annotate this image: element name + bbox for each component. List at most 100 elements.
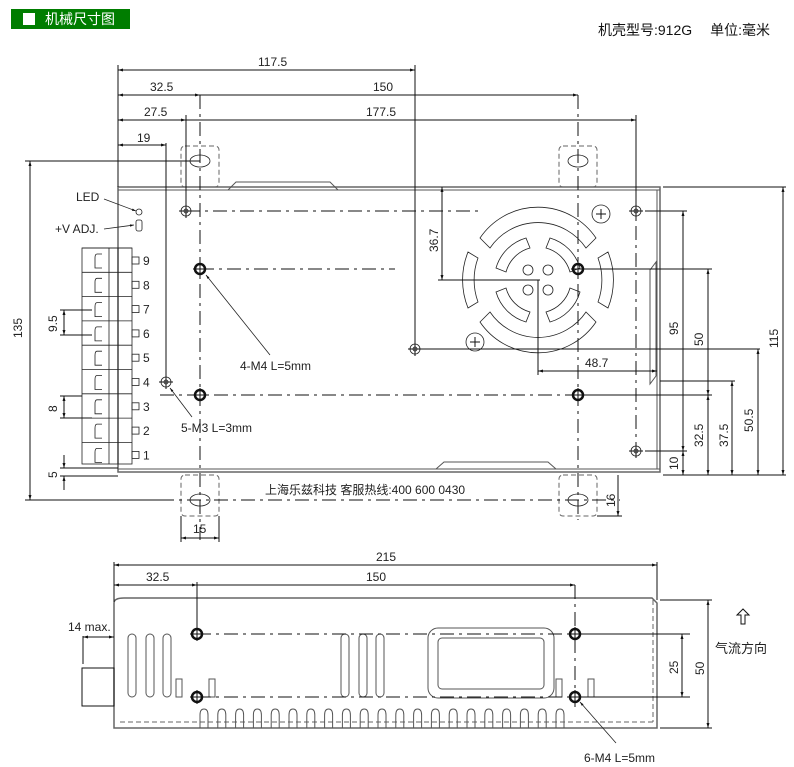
bottom-vent-slot	[341, 708, 351, 728]
terminal-screw-icon	[94, 253, 102, 269]
terminal-screw-icon	[94, 423, 102, 439]
dim-16: 16	[604, 493, 618, 507]
dim-177-5: 177.5	[366, 105, 396, 119]
terminal-2: 2	[82, 417, 150, 439]
dim-36-7: 36.7	[427, 228, 441, 252]
m3-hole-icon	[629, 444, 643, 458]
side-rib	[649, 260, 657, 386]
airflow-arrow-icon	[735, 608, 751, 625]
terminal-8: 8	[82, 271, 150, 293]
m4-hole-icon	[571, 388, 585, 402]
m4-hole-icon	[571, 262, 585, 276]
dim-135: 135	[11, 318, 25, 338]
vadj-label: +V ADJ.	[55, 222, 99, 236]
bottom-vent-slot	[217, 708, 227, 728]
dim-37-5: 37.5	[717, 423, 731, 447]
dim-25: 25	[667, 660, 681, 674]
bottom-vent-slot	[199, 708, 209, 728]
bottom-vent-slot	[430, 708, 440, 728]
led-indicator	[135, 208, 143, 216]
case-model-label: 机壳型号:912G	[598, 22, 693, 38]
dim-15: 15	[193, 522, 207, 536]
terminal-screw-icon	[94, 399, 102, 415]
terminal-screw-icon	[94, 277, 102, 293]
vadj-potentiometer[interactable]	[135, 219, 143, 232]
m4-callout: 4-M4 L=5mm	[240, 359, 311, 373]
bottom-vent-slot	[270, 708, 280, 728]
terminal-6: 6	[82, 320, 150, 342]
dim-32-5-side: 32.5	[146, 570, 170, 584]
terminal-block: 9 8 7 6 5 4 3 2 1	[81, 247, 150, 465]
terminal-7: 7	[82, 296, 150, 317]
hotline-text: 上海乐兹科技 客服热线:400 600 0430	[265, 482, 465, 497]
dim-5: 5	[46, 471, 60, 478]
m4-hole-icon	[568, 627, 582, 641]
terminal-number: 4	[143, 376, 150, 390]
terminal-number: 3	[143, 400, 150, 414]
dim-32-5-right: 32.5	[692, 423, 706, 447]
bottom-vent-slot	[502, 708, 512, 728]
m3-callout: 5-M3 L=3mm	[181, 421, 252, 435]
fan-window	[427, 627, 555, 699]
dim-9-5: 9.5	[46, 315, 60, 332]
dim-10: 10	[667, 456, 681, 470]
terminal-screw-icon	[94, 302, 102, 317]
m4-hole-icon	[193, 388, 207, 402]
bottom-vent-slot	[448, 708, 458, 728]
top-rib	[227, 181, 339, 191]
terminal-number: 6	[143, 327, 150, 341]
dim-32-5: 32.5	[150, 80, 174, 94]
bottom-vent-slot	[413, 708, 423, 728]
dim-27-5: 27.5	[144, 105, 168, 119]
bottom-vent-slot	[395, 708, 405, 728]
bottom-vent-slot	[519, 708, 529, 728]
bottom-vent-slot	[484, 708, 494, 728]
m4-hole-icon	[193, 262, 207, 276]
bottom-vent-slot	[252, 708, 262, 728]
bottom-vent-slot	[466, 708, 476, 728]
spec-line: 机壳型号:912G 单位:毫米	[598, 20, 770, 40]
terminal-number: 2	[143, 424, 150, 438]
section-title-text: 机械尺寸图	[45, 11, 115, 27]
dim-8: 8	[46, 405, 60, 412]
terminal-screw-icon	[94, 375, 102, 390]
side-chassis-outline	[113, 597, 658, 729]
bottom-vent-slot	[359, 708, 369, 728]
dim-14-max: 14 max.	[68, 620, 111, 634]
dim-19: 19	[137, 131, 151, 145]
dim-115: 115	[767, 329, 781, 348]
dim-215: 215	[376, 550, 396, 564]
fan-grille	[462, 206, 614, 354]
m4-callout-side: 6-M4 L=5mm	[584, 751, 655, 765]
m4-hole-icon	[568, 690, 582, 704]
terminal-number: 1	[143, 448, 150, 462]
bottom-vent-slot	[235, 708, 245, 728]
bottom-vent-slot	[377, 708, 387, 728]
bottom-vent-slot	[288, 708, 298, 728]
dim-48-7: 48.7	[585, 356, 609, 370]
dim-117-5: 117.5	[258, 55, 287, 69]
terminal-number: 9	[143, 254, 150, 268]
dim-150: 150	[373, 80, 393, 94]
phillips-screw-icon	[591, 204, 611, 224]
phillips-screw-icon	[465, 332, 485, 352]
square-icon	[23, 13, 35, 25]
m3-hole-icon	[179, 204, 193, 218]
section-title: 机械尺寸图	[11, 9, 130, 29]
bottom-rib	[435, 461, 557, 470]
dim-50-side: 50	[693, 661, 707, 675]
unit-label: 单位:毫米	[710, 22, 771, 38]
bottom-vent-slot	[555, 708, 565, 728]
dim-150-side: 150	[366, 570, 386, 584]
side-view: 215 32.5 150 14 max. 25 50 6-M4 L=5mm 气流…	[68, 550, 767, 765]
terminal-4: 4	[82, 369, 150, 390]
terminal-screw-icon	[94, 448, 102, 463]
terminal-1: 1	[82, 441, 150, 463]
mount-tab	[180, 474, 220, 517]
terminal-screw-icon	[94, 326, 102, 342]
terminal-9: 9	[82, 247, 150, 269]
terminal-5: 5	[82, 344, 150, 366]
mount-tab	[558, 474, 598, 517]
